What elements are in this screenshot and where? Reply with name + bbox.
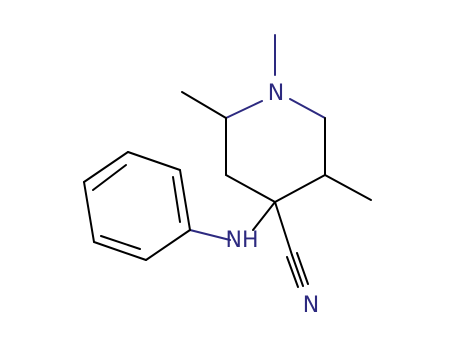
bond-n-c6	[225, 100, 263, 119]
phenyl-bond-4	[83, 151, 129, 183]
bond-c4-cn-carbon	[274, 201, 293, 256]
phenyl-bond-6	[179, 169, 191, 231]
nitrile-group	[274, 201, 309, 288]
phenyl-double-3	[172, 176, 181, 223]
phenyl-bond-2	[93, 241, 147, 261]
bond-c4-nh	[252, 201, 276, 231]
phenyl-double-1	[100, 235, 141, 250]
bond-c5-c4	[225, 174, 276, 203]
phenyl-bond-3	[83, 181, 95, 243]
bond-n-c2	[289, 98, 326, 119]
bond-triple-2	[291, 254, 304, 287]
ring-nitrogen-label: N	[268, 81, 284, 106]
nitrile-nitrogen-label: N	[303, 293, 319, 318]
bond-c6-methyl	[181, 91, 227, 119]
bond-triple-3	[296, 252, 309, 285]
bond-c3-methyl	[324, 174, 372, 201]
piperidine-ring	[181, 34, 372, 203]
bond-nh-phenyl	[189, 229, 231, 241]
phenyl-ring	[83, 151, 191, 261]
phenyl-double-2	[92, 164, 127, 191]
phenyl-bond-1	[145, 229, 191, 261]
bond-c3-c4	[274, 174, 326, 203]
amine-link	[189, 201, 276, 241]
phenyl-bond-5	[127, 151, 181, 171]
amine-label: NH	[226, 228, 259, 253]
bond-triple-1	[286, 256, 299, 288]
